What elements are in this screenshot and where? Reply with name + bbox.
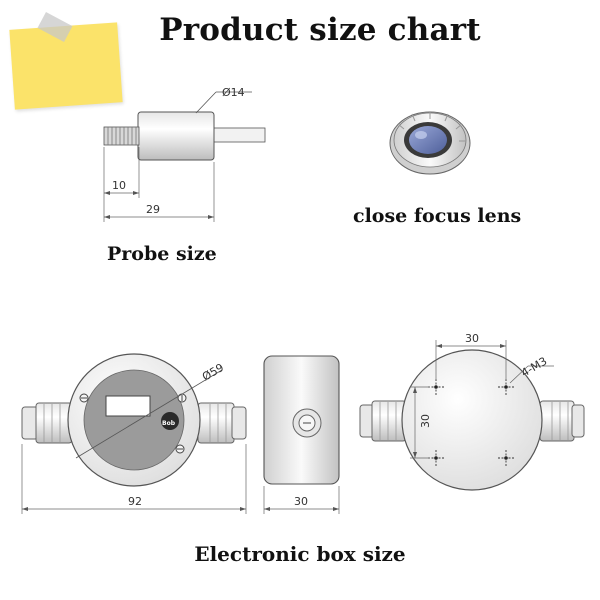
probe-size-caption: Probe size xyxy=(107,243,217,265)
box-width-label: 92 xyxy=(128,495,142,508)
page-title: Product size chart xyxy=(159,12,481,48)
probe-thread-length-label: 10 xyxy=(112,179,126,192)
box-front-view xyxy=(21,353,247,514)
hole-spacing-x-label: 30 xyxy=(465,332,479,345)
hole-spacing-y-label: 30 xyxy=(419,414,432,428)
probe-diameter-label: Ø14 xyxy=(222,86,245,99)
box-diameter-label: Ø59 xyxy=(200,361,226,384)
probe-total-length-label: 29 xyxy=(146,203,160,216)
brand-logo-text: Bob xyxy=(162,420,176,427)
box-depth-label: 30 xyxy=(294,495,308,508)
box-side-view xyxy=(263,355,340,514)
close-focus-lens-caption: close focus lens xyxy=(353,205,522,227)
hole-spec-label: 4-M3 xyxy=(519,355,549,380)
box-back-view xyxy=(359,340,585,491)
close-focus-lens-image xyxy=(389,111,471,175)
probe-drawing xyxy=(103,91,266,222)
electronic-box-size-caption: Electronic box size xyxy=(194,542,406,566)
